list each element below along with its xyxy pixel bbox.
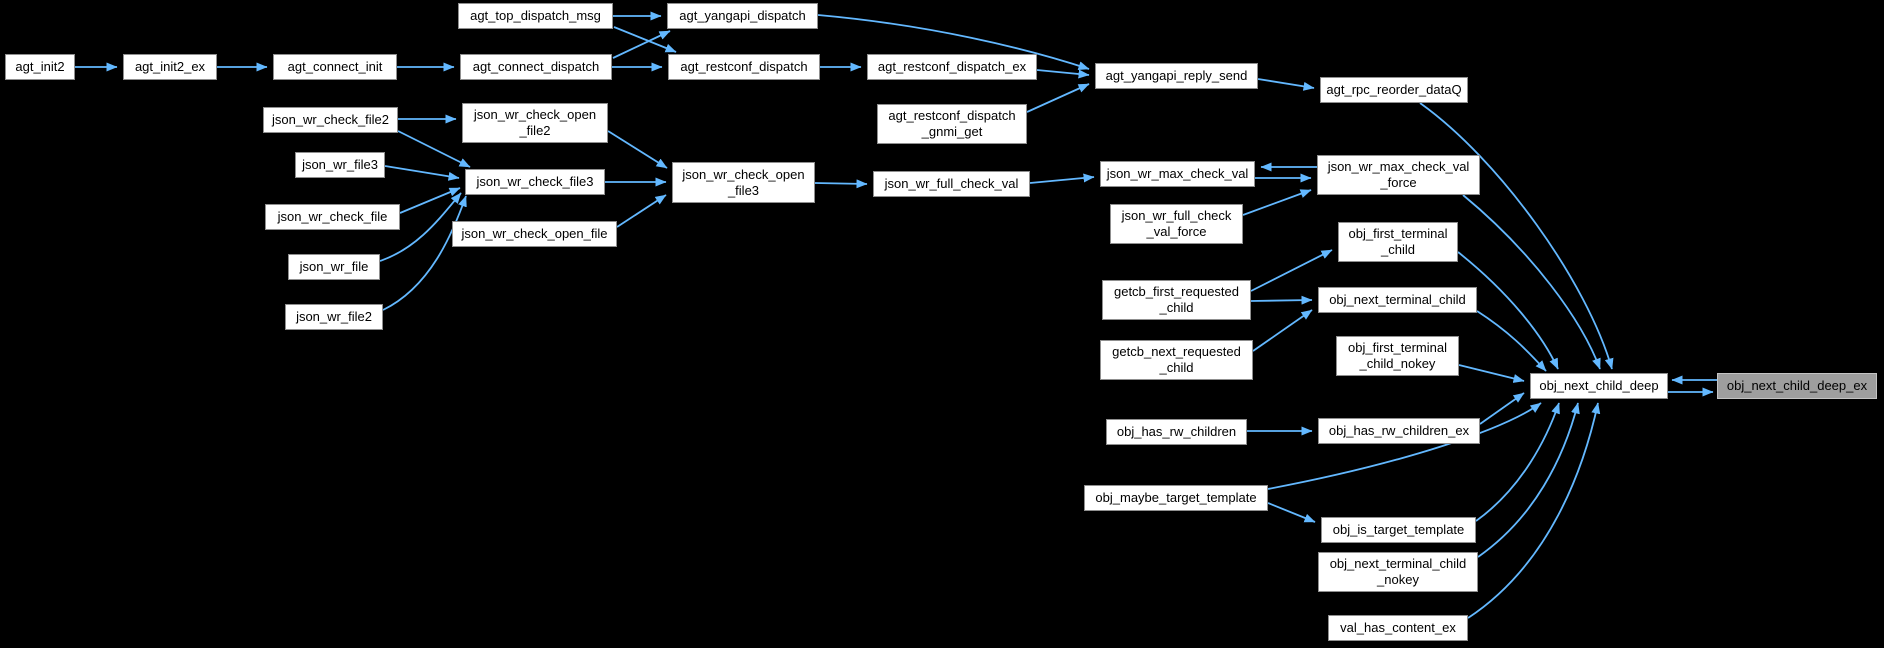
node-json_wr_full_check_val_force[interactable]: json_wr_full_check _val_force [1110, 204, 1243, 244]
edge-group [75, 11, 1717, 619]
node-json_wr_file[interactable]: json_wr_file [288, 254, 380, 280]
node-agt_restconf_dispatch[interactable]: agt_restconf_dispatch [668, 54, 820, 80]
edge-getcb_next_requested_child--obj_next_terminal_child [1252, 309, 1313, 352]
edge-agt_restconf_dispatch_gnmi_get--agt_yangapi_reply_send [1026, 83, 1090, 113]
node-agt_yangapi_reply_send[interactable]: agt_yangapi_reply_send [1095, 63, 1258, 89]
node-obj_has_rw_children[interactable]: obj_has_rw_children [1106, 419, 1247, 445]
node-obj_next_terminal_child_nokey[interactable]: obj_next_terminal_child _nokey [1318, 552, 1478, 592]
node-obj_next_terminal_child[interactable]: obj_next_terminal_child [1318, 287, 1477, 313]
edge-obj_first_terminal_child_nokey--obj_next_child_deep [1458, 364, 1525, 383]
edge-obj_has_rw_children_ex--obj_next_child_deep [1479, 392, 1525, 425]
node-getcb_first_requested_child[interactable]: getcb_first_requested _child [1102, 280, 1251, 320]
edge-json_wr_full_check_val_force--json_wr_max_check_val_force [1242, 189, 1312, 216]
node-json_wr_full_check_val[interactable]: json_wr_full_check_val [873, 171, 1030, 197]
edge-agt_restconf_dispatch_ex--agt_yangapi_reply_send [1036, 69, 1090, 79]
node-obj_next_child_deep_ex: obj_next_child_deep_ex [1717, 373, 1877, 399]
edge-getcb_first_requested_child--obj_next_terminal_child [1250, 295, 1313, 305]
node-json_wr_max_check_val[interactable]: json_wr_max_check_val [1100, 161, 1255, 187]
edge-json_wr_file--json_wr_check_file3 [379, 192, 462, 262]
node-agt_restconf_dispatch_ex[interactable]: agt_restconf_dispatch_ex [867, 54, 1037, 80]
edge-obj_first_terminal_child--obj_next_child_deep [1457, 251, 1559, 370]
node-json_wr_check_file[interactable]: json_wr_check_file [265, 204, 400, 230]
edge-obj_next_terminal_child--obj_next_child_deep [1476, 310, 1547, 372]
edge-agt_top_dispatch_msg--agt_restconf_dispatch [613, 26, 677, 53]
edge-obj_maybe_target_template--obj_next_child_deep [1267, 402, 1542, 490]
node-getcb_next_requested_child[interactable]: getcb_next_requested _child [1100, 340, 1253, 380]
node-agt_rpc_reorder_dataQ[interactable]: agt_rpc_reorder_dataQ [1320, 77, 1468, 103]
node-json_wr_check_open_file[interactable]: json_wr_check_open_file [452, 221, 617, 247]
edge-json_wr_file3--json_wr_check_file3 [384, 165, 460, 181]
node-json_wr_check_file2[interactable]: json_wr_check_file2 [263, 107, 398, 133]
edge-json_wr_check_open_file3--json_wr_full_check_val [814, 179, 868, 189]
node-json_wr_file2[interactable]: json_wr_file2 [285, 304, 383, 330]
edge-agt_yangapi_dispatch--agt_yangapi_reply_send [817, 14, 1090, 71]
edge-obj_is_target_template--obj_next_child_deep [1475, 402, 1560, 522]
edge-agt_rpc_reorder_dataQ--obj_next_child_deep [1419, 102, 1614, 370]
node-agt_init2[interactable]: agt_init2 [5, 54, 75, 80]
node-json_wr_max_check_val_force[interactable]: json_wr_max_check_val _force [1317, 155, 1480, 195]
edge-json_wr_check_file2--json_wr_check_file3 [397, 130, 471, 168]
node-agt_connect_init[interactable]: agt_connect_init [273, 54, 397, 80]
node-obj_next_child_deep[interactable]: obj_next_child_deep [1530, 373, 1668, 399]
node-agt_restconf_dispatch_gnmi_get[interactable]: agt_restconf_dispatch _gnmi_get [877, 104, 1027, 144]
edge-obj_next_terminal_child_nokey--obj_next_child_deep [1477, 402, 1580, 558]
edge-agt_connect_dispatch--agt_yangapi_dispatch [612, 30, 671, 59]
node-agt_init2_ex[interactable]: agt_init2_ex [123, 54, 217, 80]
node-json_wr_check_open_file3[interactable]: json_wr_check_open _file3 [672, 162, 815, 203]
node-agt_top_dispatch_msg[interactable]: agt_top_dispatch_msg [458, 3, 613, 29]
node-agt_yangapi_dispatch[interactable]: agt_yangapi_dispatch [667, 3, 818, 29]
node-val_has_content_ex[interactable]: val_has_content_ex [1328, 615, 1468, 641]
edge-json_wr_check_file--json_wr_check_file3 [399, 187, 461, 214]
node-obj_is_target_template[interactable]: obj_is_target_template [1321, 517, 1476, 543]
edge-val_has_content_ex--obj_next_child_deep [1467, 402, 1601, 619]
edge-getcb_first_requested_child--obj_first_terminal_child [1250, 249, 1333, 292]
edge-json_wr_check_open_file--json_wr_check_open_file3 [616, 194, 667, 228]
node-obj_maybe_target_template[interactable]: obj_maybe_target_template [1084, 485, 1268, 511]
node-obj_first_terminal_child[interactable]: obj_first_terminal _child [1338, 222, 1458, 262]
edge-json_wr_file2--json_wr_check_file3 [382, 195, 467, 311]
edge-json_wr_full_check_val--json_wr_max_check_val [1029, 173, 1095, 184]
edge-json_wr_max_check_val_force--obj_next_child_deep [1462, 194, 1601, 370]
node-agt_connect_dispatch[interactable]: agt_connect_dispatch [460, 54, 612, 80]
node-obj_has_rw_children_ex[interactable]: obj_has_rw_children_ex [1318, 418, 1480, 444]
node-json_wr_file3[interactable]: json_wr_file3 [295, 152, 385, 178]
edge-json_wr_check_open_file2--json_wr_check_open_file3 [607, 130, 668, 169]
edge-agt_yangapi_reply_send--agt_rpc_reorder_dataQ [1257, 78, 1315, 91]
edge-obj_maybe_target_template--obj_is_target_template [1267, 502, 1316, 523]
node-obj_first_terminal_child_nokey[interactable]: obj_first_terminal _child_nokey [1336, 336, 1459, 376]
node-json_wr_check_file3[interactable]: json_wr_check_file3 [465, 169, 605, 195]
node-json_wr_check_open_file2[interactable]: json_wr_check_open _file2 [462, 103, 608, 143]
